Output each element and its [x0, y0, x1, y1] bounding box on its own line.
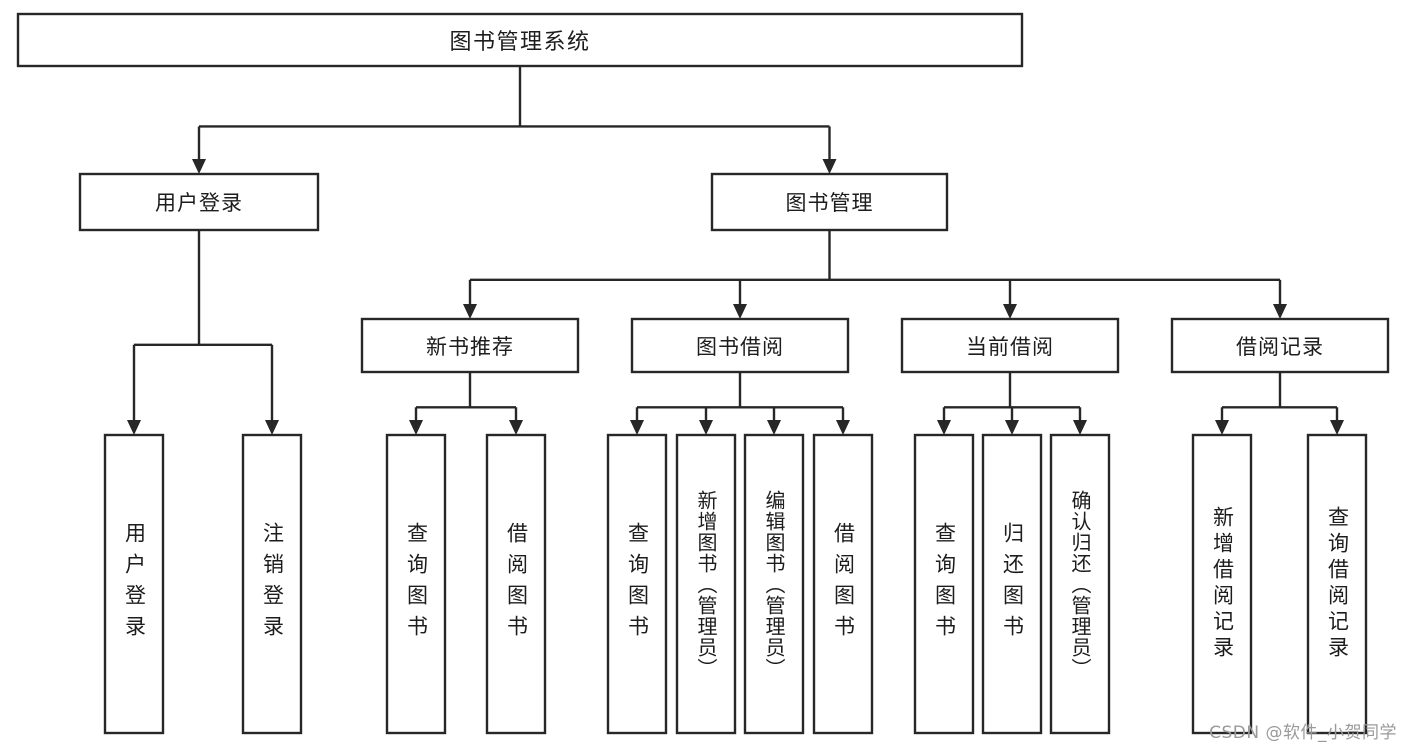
- node-box-leaf-edit-book[interactable]: [743, 433, 805, 735]
- node-box-new-book-recommend[interactable]: [360, 317, 580, 374]
- arrow-icon-leaf-edit-book: [767, 420, 781, 435]
- arrow-icon-leaf-user-login: [127, 420, 141, 435]
- node-box-leaf-query-borrow-record[interactable]: [1306, 433, 1368, 735]
- node-box-leaf-borrow-book-recommend[interactable]: [485, 433, 547, 735]
- node-box-leaf-add-book[interactable]: [675, 433, 737, 735]
- node-box-user-login[interactable]: [78, 172, 320, 232]
- arrow-icon-new-book-recommend: [463, 304, 477, 319]
- node-box-leaf-query-book-current[interactable]: [913, 433, 975, 735]
- node-layer: [16, 12, 1390, 735]
- arrow-icon-leaf-return-book: [1005, 420, 1019, 435]
- node-box-leaf-user-logout[interactable]: [241, 433, 303, 735]
- node-box-root[interactable]: [16, 12, 1024, 68]
- node-box-book-manage[interactable]: [710, 172, 949, 232]
- node-box-leaf-borrow-book[interactable]: [812, 433, 874, 735]
- arrow-icon-leaf-query-book-recommend: [409, 420, 423, 435]
- node-box-borrow-record[interactable]: [1170, 317, 1390, 374]
- node-box-leaf-return-book[interactable]: [981, 433, 1043, 735]
- node-box-leaf-query-book-recommend[interactable]: [385, 433, 447, 735]
- arrow-icon-user-login: [192, 159, 206, 174]
- arrow-icon-current-borrow: [1003, 304, 1017, 319]
- arrow-icon-book-manage: [822, 159, 837, 174]
- arrow-icon-leaf-add-book: [699, 420, 713, 435]
- node-box-leaf-user-login[interactable]: [103, 433, 165, 735]
- arrow-icon-borrow-record: [1273, 304, 1287, 319]
- node-box-leaf-confirm-return[interactable]: [1049, 433, 1111, 735]
- arrow-icon-leaf-confirm-return: [1073, 420, 1087, 435]
- arrow-icon-leaf-add-borrow-record: [1215, 420, 1229, 435]
- arrow-icon-leaf-borrow-book-recommend: [509, 420, 523, 435]
- node-box-current-borrow[interactable]: [900, 317, 1120, 374]
- arrow-icon-book-borrow: [733, 304, 747, 319]
- arrow-icon-leaf-query-book-current: [937, 420, 951, 435]
- arrow-icon-leaf-query-book-borrow: [630, 420, 644, 435]
- connector-layer: [127, 66, 1344, 435]
- node-box-leaf-add-borrow-record[interactable]: [1191, 433, 1253, 735]
- arrow-icon-leaf-user-logout: [265, 420, 279, 435]
- node-box-book-borrow[interactable]: [630, 317, 850, 374]
- arrow-icon-leaf-borrow-book: [836, 420, 850, 435]
- arrow-icon-leaf-query-borrow-record: [1330, 420, 1344, 435]
- node-box-leaf-query-book-borrow[interactable]: [606, 433, 668, 735]
